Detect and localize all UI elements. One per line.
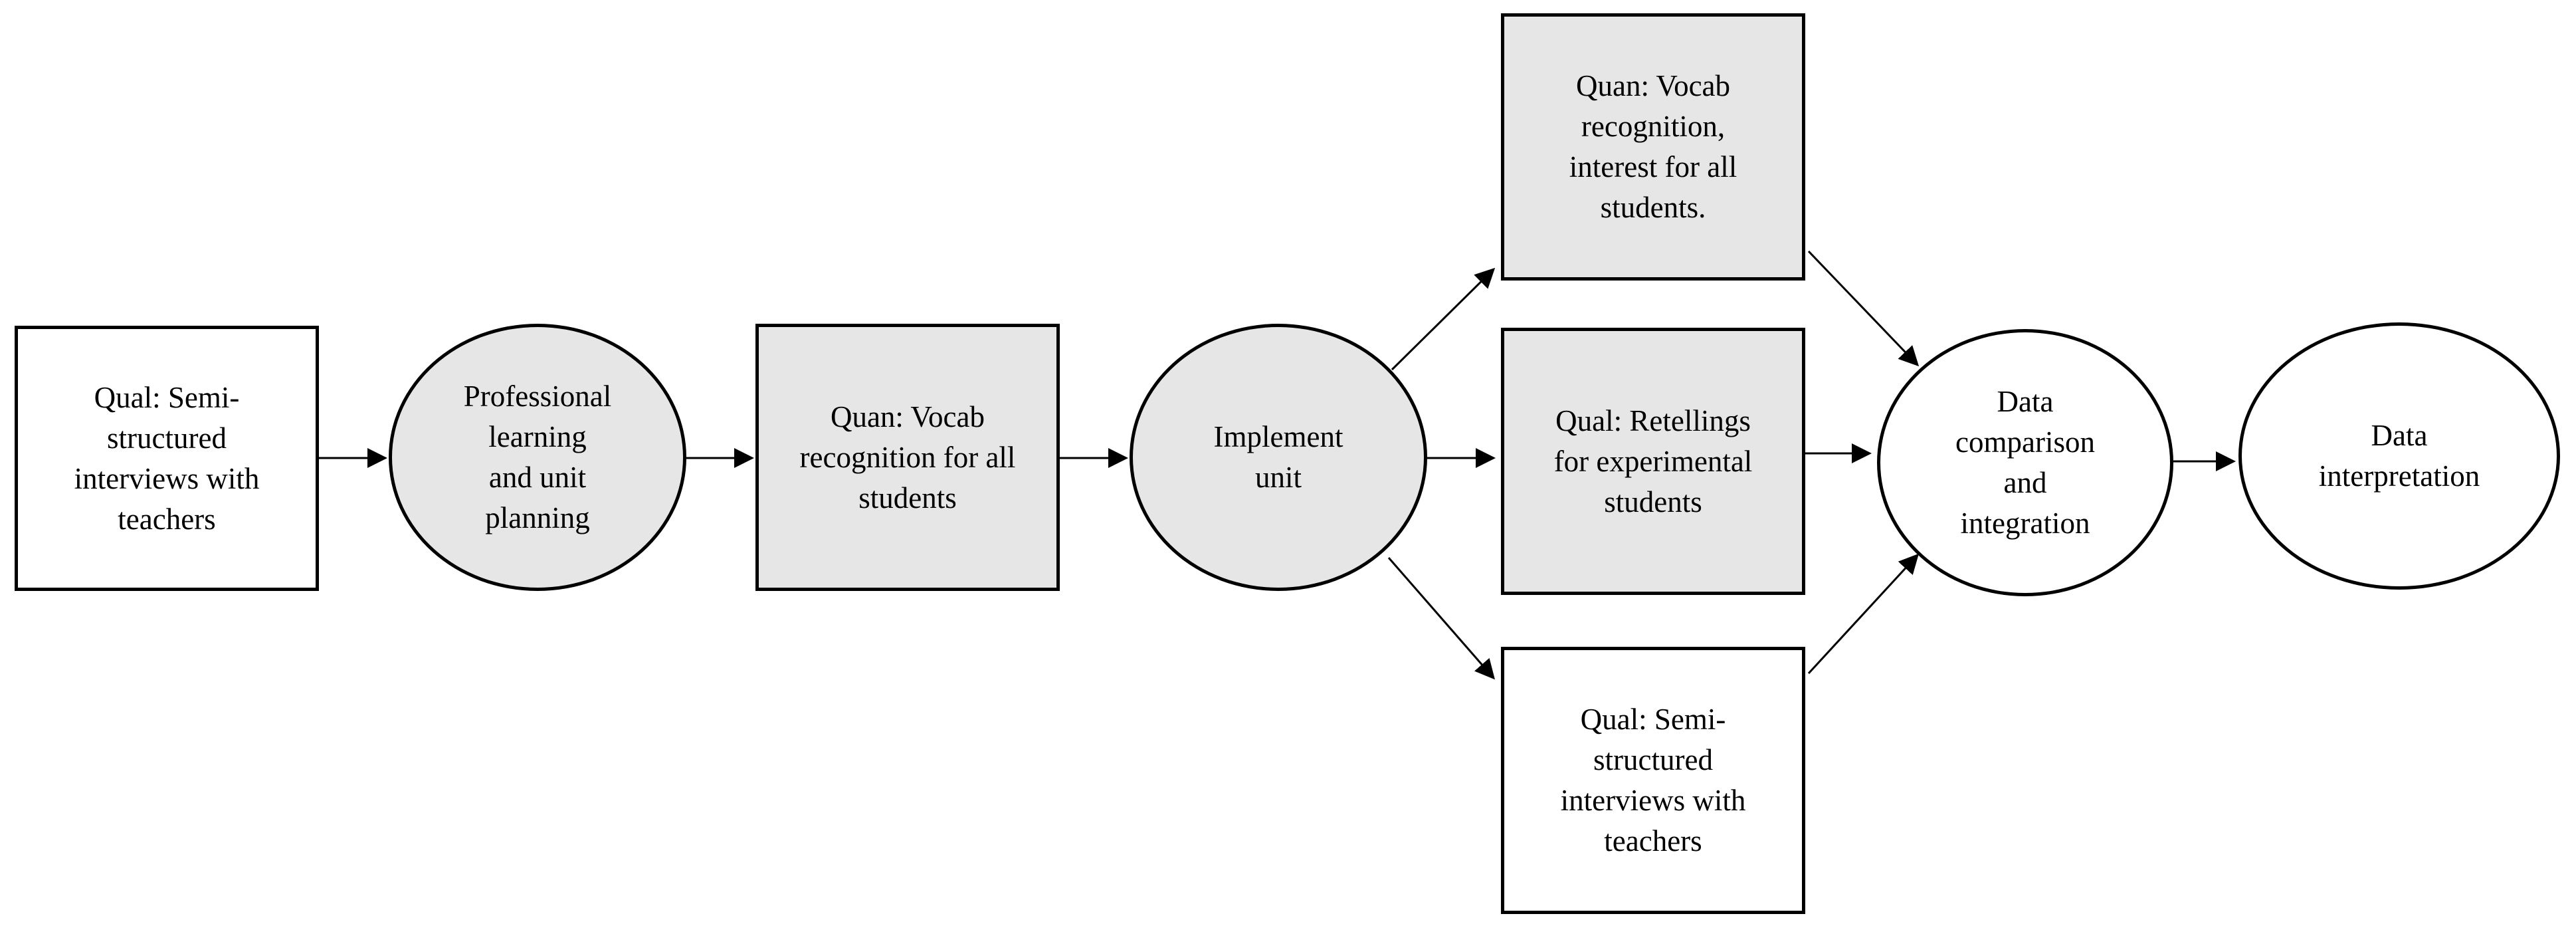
qual-interviews-pre-label: Qual: Semi- structured interviews with t… [74, 380, 260, 536]
data-interpretation-label: Data interpretation [2318, 419, 2480, 493]
quan-vocab-pre-box: Quan: Vocab recognition for all students [755, 324, 1060, 591]
quan-vocab-post-box: Quan: Vocab recognition, interest for al… [1501, 13, 1805, 281]
quan-vocab-post-label: Quan: Vocab recognition, interest for al… [1569, 69, 1737, 224]
arrow-interviews-post-to-data-comparison [1807, 553, 1920, 675]
data-comparison-ellipse: Data comparison and integration [1877, 329, 2173, 596]
data-interpretation-ellipse: Data interpretation [2238, 322, 2560, 590]
qual-retellings-box: Qual: Retellings for experimental studen… [1501, 328, 1805, 595]
arrow-implement-to-quan-vocab-post [1391, 267, 1496, 371]
professional-learning-ellipse: Professional learning and unit planning [389, 324, 686, 591]
arrow-implement-to-interviews-post [1387, 557, 1495, 680]
qual-interviews-pre-box: Qual: Semi- structured interviews with t… [15, 326, 319, 591]
quan-vocab-pre-label: Quan: Vocab recognition for all students [799, 400, 1016, 515]
data-comparison-label: Data comparison and integration [1955, 385, 2095, 540]
implement-unit-label: Implement unit [1213, 420, 1343, 494]
arrow-quan-vocab-post-to-data-comparison [1807, 250, 1920, 367]
qual-interviews-post-label: Qual: Semi- structured interviews with t… [1560, 703, 1746, 858]
qual-retellings-label: Qual: Retellings for experimental studen… [1553, 404, 1753, 519]
implement-unit-ellipse: Implement unit [1130, 324, 1427, 591]
qual-interviews-post-box: Qual: Semi- structured interviews with t… [1501, 647, 1805, 914]
professional-learning-label: Professional learning and unit planning [463, 380, 612, 534]
